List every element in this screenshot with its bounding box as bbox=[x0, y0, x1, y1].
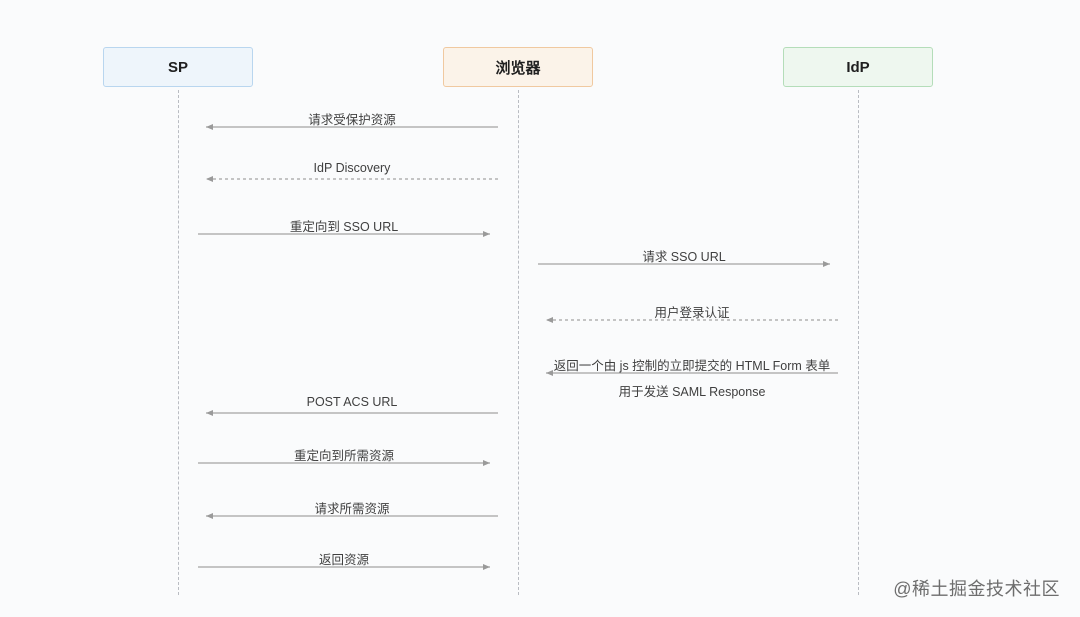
message-label-2: IdP Discovery bbox=[313, 161, 391, 175]
message-label-3: 重定向到 SSO URL bbox=[289, 220, 399, 234]
watermark: @稀土掘金技术社区 bbox=[893, 579, 1060, 599]
message-label-8: 重定向到所需资源 bbox=[293, 449, 395, 463]
message-label-9: 请求所需资源 bbox=[314, 502, 390, 516]
message-label-6: 返回一个由 js 控制的立即提交的 HTML Form 表单 bbox=[553, 359, 831, 373]
message-label-7: POST ACS URL bbox=[306, 395, 398, 409]
message-label-4: 请求 SSO URL bbox=[642, 250, 726, 264]
message-sublabel-6: 用于发送 SAML Response bbox=[618, 385, 766, 399]
lifeline-sp bbox=[178, 90, 179, 595]
message-label-1: 请求受保护资源 bbox=[308, 113, 396, 127]
message-label-5: 用户登录认证 bbox=[654, 306, 730, 320]
lifeline-idp bbox=[858, 90, 859, 595]
message-label-10: 返回资源 bbox=[318, 553, 370, 567]
actor-browser: 浏览器 bbox=[443, 47, 593, 87]
actor-sp: SP bbox=[103, 47, 253, 87]
actor-idp: IdP bbox=[783, 47, 933, 87]
lifeline-browser bbox=[518, 90, 519, 595]
